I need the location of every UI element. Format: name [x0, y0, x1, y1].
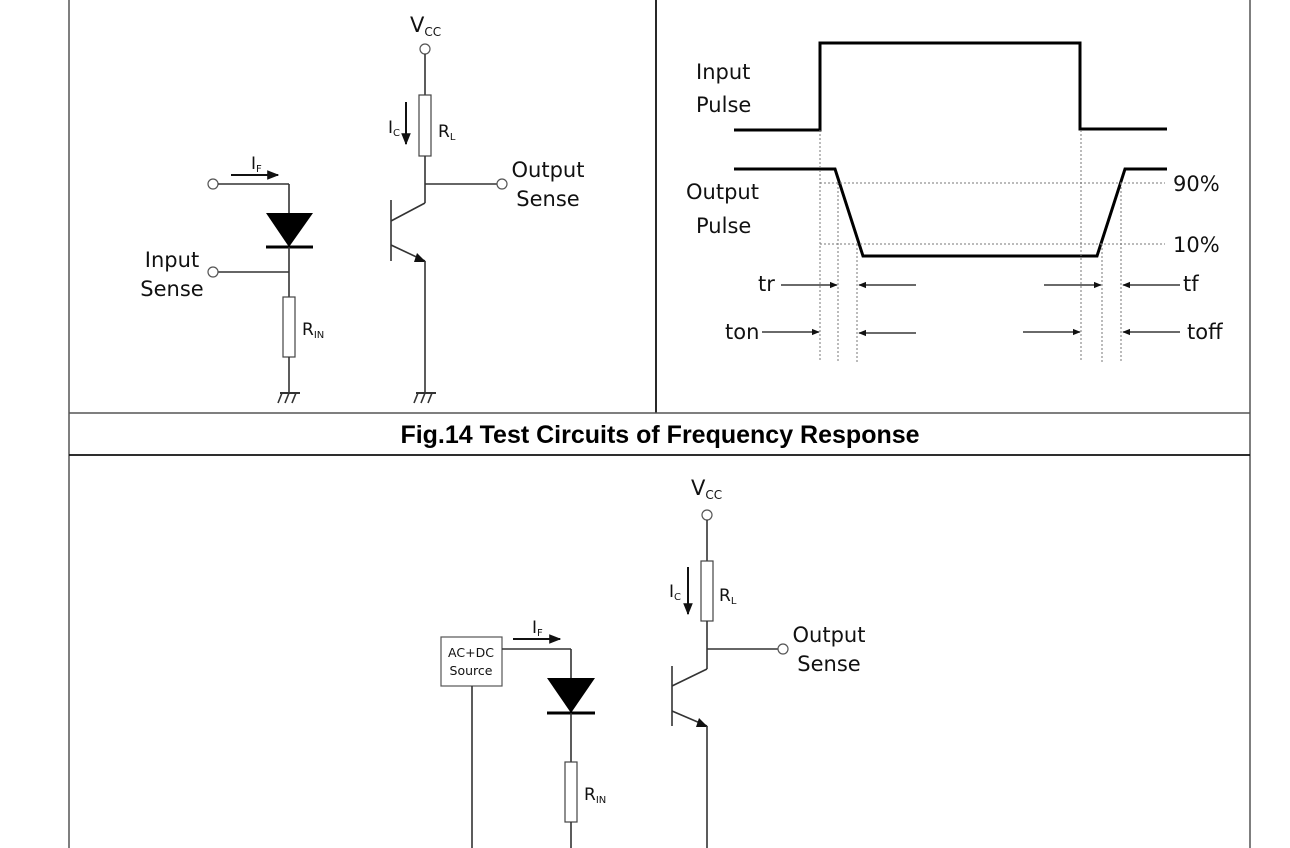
table-frame: [68, 0, 1251, 848]
output-sense-label-line1: Output: [793, 623, 866, 647]
input-sense-label-line2: Sense: [140, 277, 203, 301]
phototransistor-symbol: [390, 200, 426, 393]
ic-label: IC: [669, 582, 681, 603]
led-diode-icon: [547, 678, 595, 715]
vcc-terminal: [701, 509, 713, 521]
ton-label: ton: [725, 320, 759, 344]
toff-label: toff: [1187, 320, 1223, 344]
input-pulse-waveform: [734, 41, 1167, 132]
output-pulse-label-line1: Output: [686, 180, 759, 204]
load-resistor-rl: [700, 560, 714, 622]
tr-label: tr: [758, 272, 775, 296]
output-sense-terminal: [496, 178, 508, 190]
if-label: IF: [532, 618, 543, 639]
figure-caption: Fig.14 Test Circuits of Frequency Respon…: [400, 421, 919, 449]
input-terminal: [207, 178, 219, 190]
source-label-line2: Source: [450, 663, 493, 678]
rl-label: RL: [719, 586, 737, 607]
level-10-label: 10%: [1173, 233, 1220, 257]
input-sense-label-line1: Input: [145, 248, 199, 272]
if-label: IF: [251, 154, 262, 175]
output-sense-label-line2: Sense: [516, 187, 579, 211]
output-sense-label-line1: Output: [512, 158, 585, 182]
vcc-label: VCC: [410, 13, 441, 39]
ic-label: IC: [388, 118, 400, 139]
output-pulse-waveform: [734, 167, 1167, 258]
output-sense-terminal: [777, 643, 789, 655]
output-sense-label-line2: Sense: [797, 652, 860, 676]
input-sense-terminal: [207, 266, 219, 278]
source-label-line1: AC+DC: [448, 645, 494, 660]
input-pulse-label-line2: Pulse: [696, 93, 751, 117]
input-resistor-rin: [282, 296, 296, 358]
led-diode-icon: [266, 213, 313, 249]
frequency-response-test-circuit: VCC RL IC Output Sense AC+DC Source IF: [440, 476, 866, 848]
level-90-label: 90%: [1173, 172, 1220, 196]
rl-label: RL: [438, 122, 456, 143]
phototransistor-symbol: [671, 666, 708, 848]
switching-waveform-diagram: Input Pulse Output Pulse 90% 10% tr tf t…: [686, 41, 1223, 362]
output-pulse-label-line2: Pulse: [696, 214, 751, 238]
tf-label: tf: [1183, 272, 1199, 296]
vcc-terminal: [419, 43, 431, 55]
rin-label: RIN: [302, 320, 324, 341]
ground-icon: [413, 392, 436, 404]
guide-lines: [819, 130, 1165, 362]
switching-test-circuit: VCC RL IC Output Sense IF: [140, 13, 585, 404]
load-resistor-rl: [418, 94, 432, 157]
rin-label: RIN: [584, 785, 606, 806]
ground-icon: [277, 392, 300, 404]
input-pulse-label-line1: Input: [696, 60, 750, 84]
input-resistor-rin: [564, 761, 578, 823]
vcc-label: VCC: [691, 476, 722, 502]
